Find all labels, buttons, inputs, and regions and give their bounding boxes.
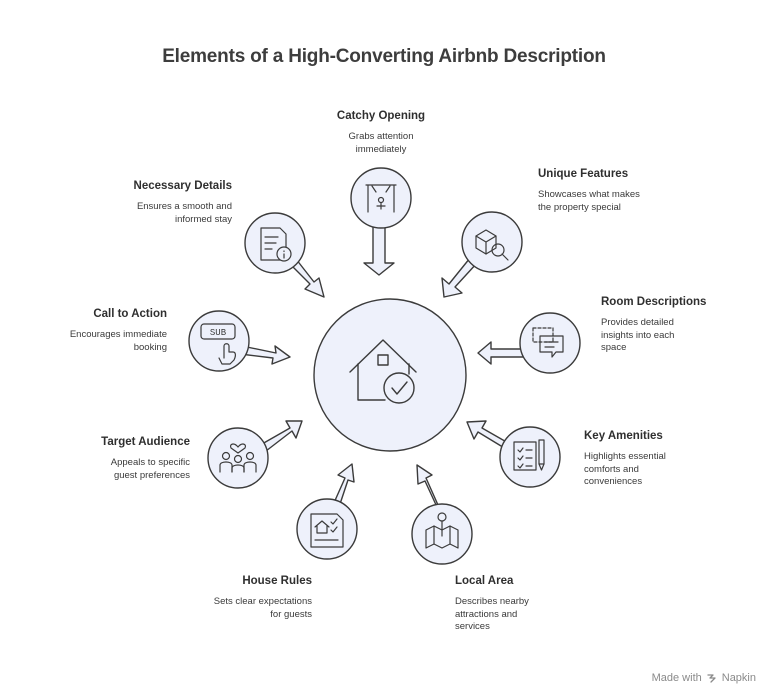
subscribe-button-icon: SUB [200,323,236,365]
watermark: Made with Napkin [652,672,756,684]
checklist-pen-icon [513,439,545,471]
node-catchy-opening [350,167,412,276]
node-heading: Room Descriptions [601,296,707,308]
node-unique-features [441,211,523,298]
node-description: Describes nearby attractions and service… [455,596,529,632]
napkin-logo-icon [707,674,716,683]
node-room-descriptions [477,312,581,374]
node-heading: Unique Features [538,168,629,180]
node-description: Highlights essential comforts and conven… [584,451,666,487]
watermark-prefix: Made with [651,672,702,684]
node-house-rules [296,463,358,560]
label-catchy-opening: Catchy Opening Grabs attention immediate… [296,110,466,156]
node-description: Provides detailed insights into each spa… [601,317,675,353]
stage-spotlight-icon [365,184,397,213]
label-house-rules: House Rules Sets clear expectations for … [142,575,312,621]
group-heart-icon [219,443,257,473]
node-heading: Call to Action [93,308,167,320]
label-unique-features: Unique Features Showcases what makes the… [538,168,648,214]
node-heading: Catchy Opening [336,110,426,122]
speech-bubbles-icon [532,327,564,358]
document-info-icon [260,227,292,262]
center-hub [313,298,467,452]
node-heading: Necessary Details [133,180,232,192]
house-check-icon [349,339,417,404]
node-necessary-details [244,212,325,298]
label-call-to-action: Call to Action Encourages immediate book… [0,308,167,354]
watermark-brand: Napkin [721,672,756,684]
node-description: Showcases what makes the property specia… [538,189,640,213]
label-room-descriptions: Room Descriptions Provides detailed insi… [601,296,711,355]
node-heading: House Rules [242,575,312,587]
node-description: Sets clear expectations for guests [213,596,312,620]
node-description: Grabs attention immediately [348,131,414,155]
node-target-audience [207,420,303,489]
node-local-area [411,464,473,565]
diagram-title: Elements of a High-Converting Airbnb Des… [162,46,606,67]
label-necessary-details: Necessary Details Ensures a smooth and i… [62,180,232,226]
node-description: Appeals to specific guest preferences [110,457,190,481]
house-checklist-icon [310,513,344,548]
label-target-audience: Target Audience Appeals to specific gues… [20,436,190,482]
node-key-amenities [466,420,561,488]
cube-magnifier-icon [475,229,509,261]
node-description: Encourages immediate booking [69,329,167,353]
label-key-amenities: Key Amenities Highlights essential comfo… [584,430,694,489]
node-heading: Key Amenities [584,430,663,442]
node-call-to-action: SUB [188,310,291,372]
label-local-area: Local Area Describes nearby attractions … [455,575,565,634]
node-description: Ensures a smooth and informed stay [136,201,232,225]
svg-text:SUB: SUB [210,328,227,338]
node-heading: Local Area [455,575,514,587]
node-heading: Target Audience [101,436,190,448]
map-pin-icon [425,512,459,549]
